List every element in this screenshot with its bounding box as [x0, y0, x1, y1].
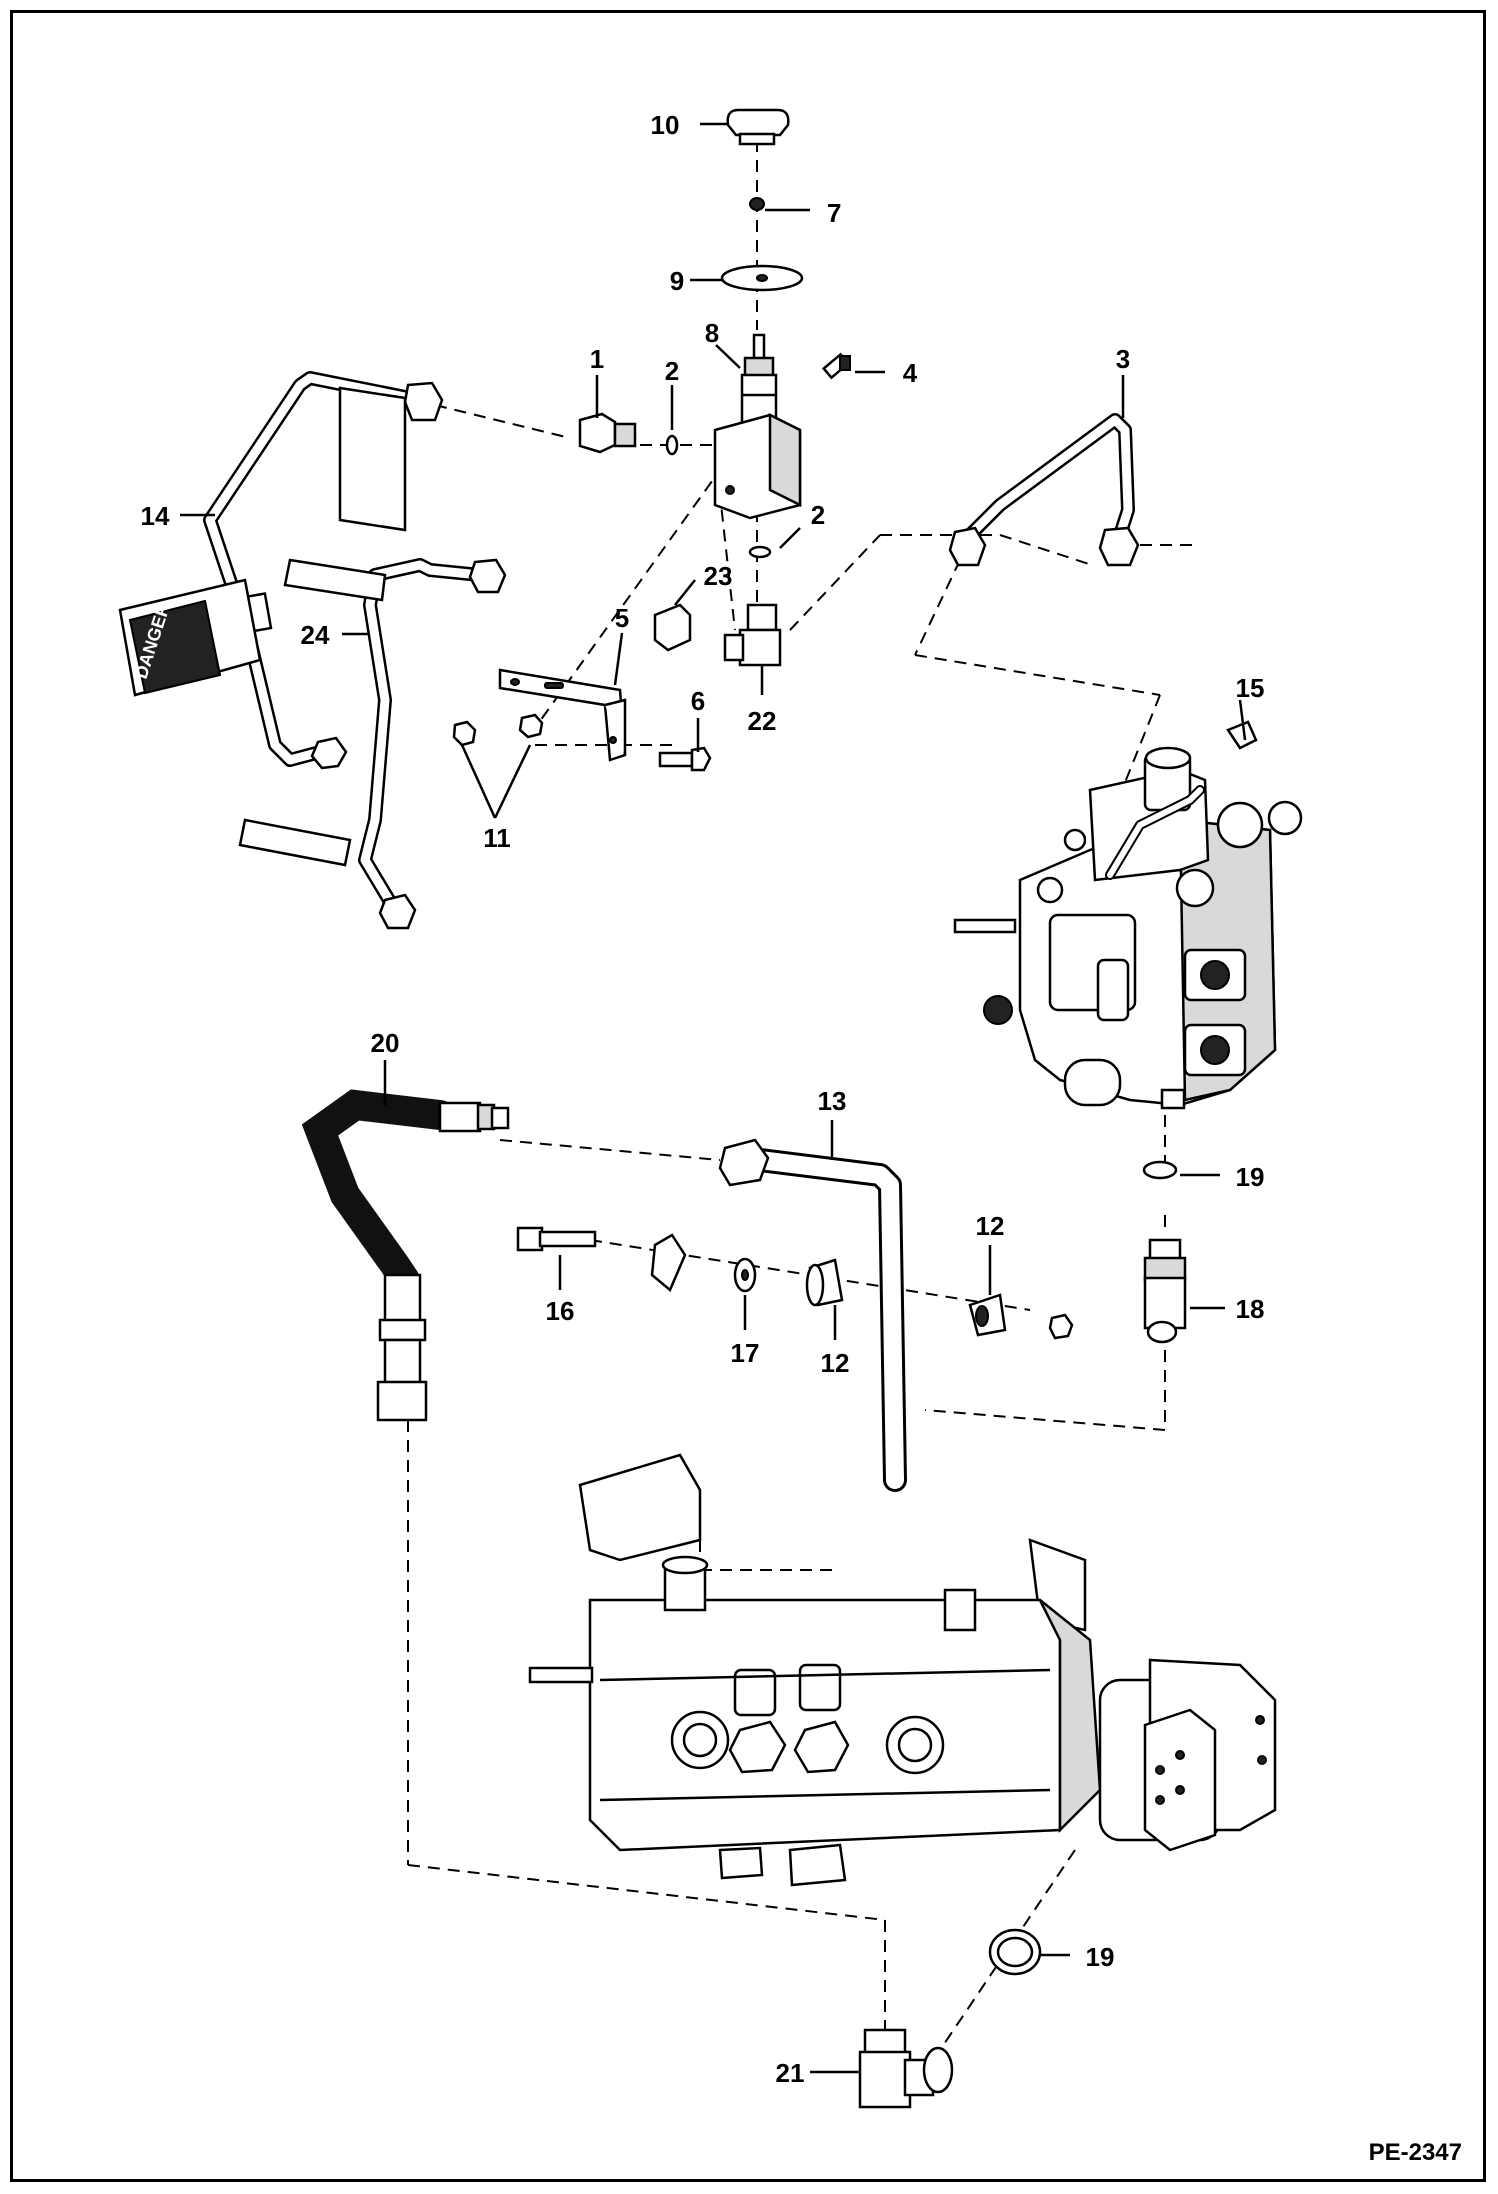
part-tube-14: [203, 371, 444, 770]
callout-19b: 19: [1086, 1942, 1115, 1972]
part-tube-13: [718, 1138, 907, 1492]
part-clamp-12b: [968, 1293, 1007, 1337]
part-fitting-18: [1143, 1238, 1187, 1344]
part-fitting-1: [578, 412, 637, 454]
callout-19a: 19: [1236, 1162, 1265, 1192]
callout-2a: 2: [665, 356, 679, 386]
callout-6: 6: [691, 686, 705, 716]
callout-17: 17: [731, 1338, 760, 1368]
callout-9: 9: [670, 266, 684, 296]
part-oring-19a: [1142, 1160, 1178, 1180]
part-valve-block: [713, 412, 802, 520]
callout-20: 20: [371, 1028, 400, 1058]
callout-12b: 12: [821, 1348, 850, 1378]
part-tube-24: [238, 558, 507, 930]
part-elbow-21: [858, 2028, 954, 2109]
danger-tag: DANGER: [118, 578, 262, 697]
part-washer-17: [733, 1257, 757, 1293]
part-bracket-5: [498, 668, 627, 762]
callout-21: 21: [776, 2058, 805, 2088]
part-hydrostatic-pump: [528, 1453, 1277, 1887]
leader-lines: [180, 122, 1247, 2074]
part-nut-12: [1048, 1313, 1074, 1340]
callout-15: 15: [1236, 673, 1265, 703]
part-elbow-22: [723, 603, 782, 667]
callout-24: 24: [301, 620, 330, 650]
drawing-code: PE-2347: [1369, 2139, 1462, 2166]
part-control-valve-15: [953, 720, 1303, 1110]
callout-2b: 2: [811, 500, 825, 530]
part-bolt-6: [658, 746, 712, 772]
callout-16: 16: [546, 1296, 575, 1326]
part-tube-3: [948, 413, 1140, 567]
part-bolt-16: [516, 1226, 597, 1252]
callout-1: 1: [590, 344, 604, 374]
part-cap-23: [653, 603, 692, 652]
callout-labels: 10 7 9 8 1 2 4 3 2 23 5 6 22 14 24 11 15…: [141, 110, 1265, 2088]
part-screw-4: [821, 352, 851, 380]
callout-11: 11: [483, 823, 511, 853]
callout-10: 10: [651, 110, 680, 140]
callout-22: 22: [748, 706, 777, 736]
part-clamp-12a: [805, 1258, 844, 1307]
callout-18: 18: [1236, 1294, 1265, 1324]
callout-5: 5: [615, 603, 629, 633]
callout-14: 14: [141, 501, 170, 531]
part-nuts-11: [452, 713, 544, 747]
callout-12a: 12: [976, 1211, 1005, 1241]
part-oring-19b: [988, 1928, 1042, 1976]
part-hose-20: [301, 1089, 510, 1422]
part-clip: [650, 1233, 687, 1293]
callout-7: 7: [827, 198, 841, 228]
part-oring-2a: [665, 434, 679, 456]
part-cap-10: [726, 108, 790, 146]
callout-13: 13: [818, 1086, 847, 1116]
part-nut-7: [749, 197, 765, 211]
callout-23: 23: [704, 561, 733, 591]
part-washer-9: [720, 264, 804, 292]
callout-8: 8: [705, 318, 719, 348]
callout-4: 4: [903, 358, 918, 388]
part-oring-2b: [748, 545, 772, 559]
callout-3: 3: [1116, 344, 1130, 374]
